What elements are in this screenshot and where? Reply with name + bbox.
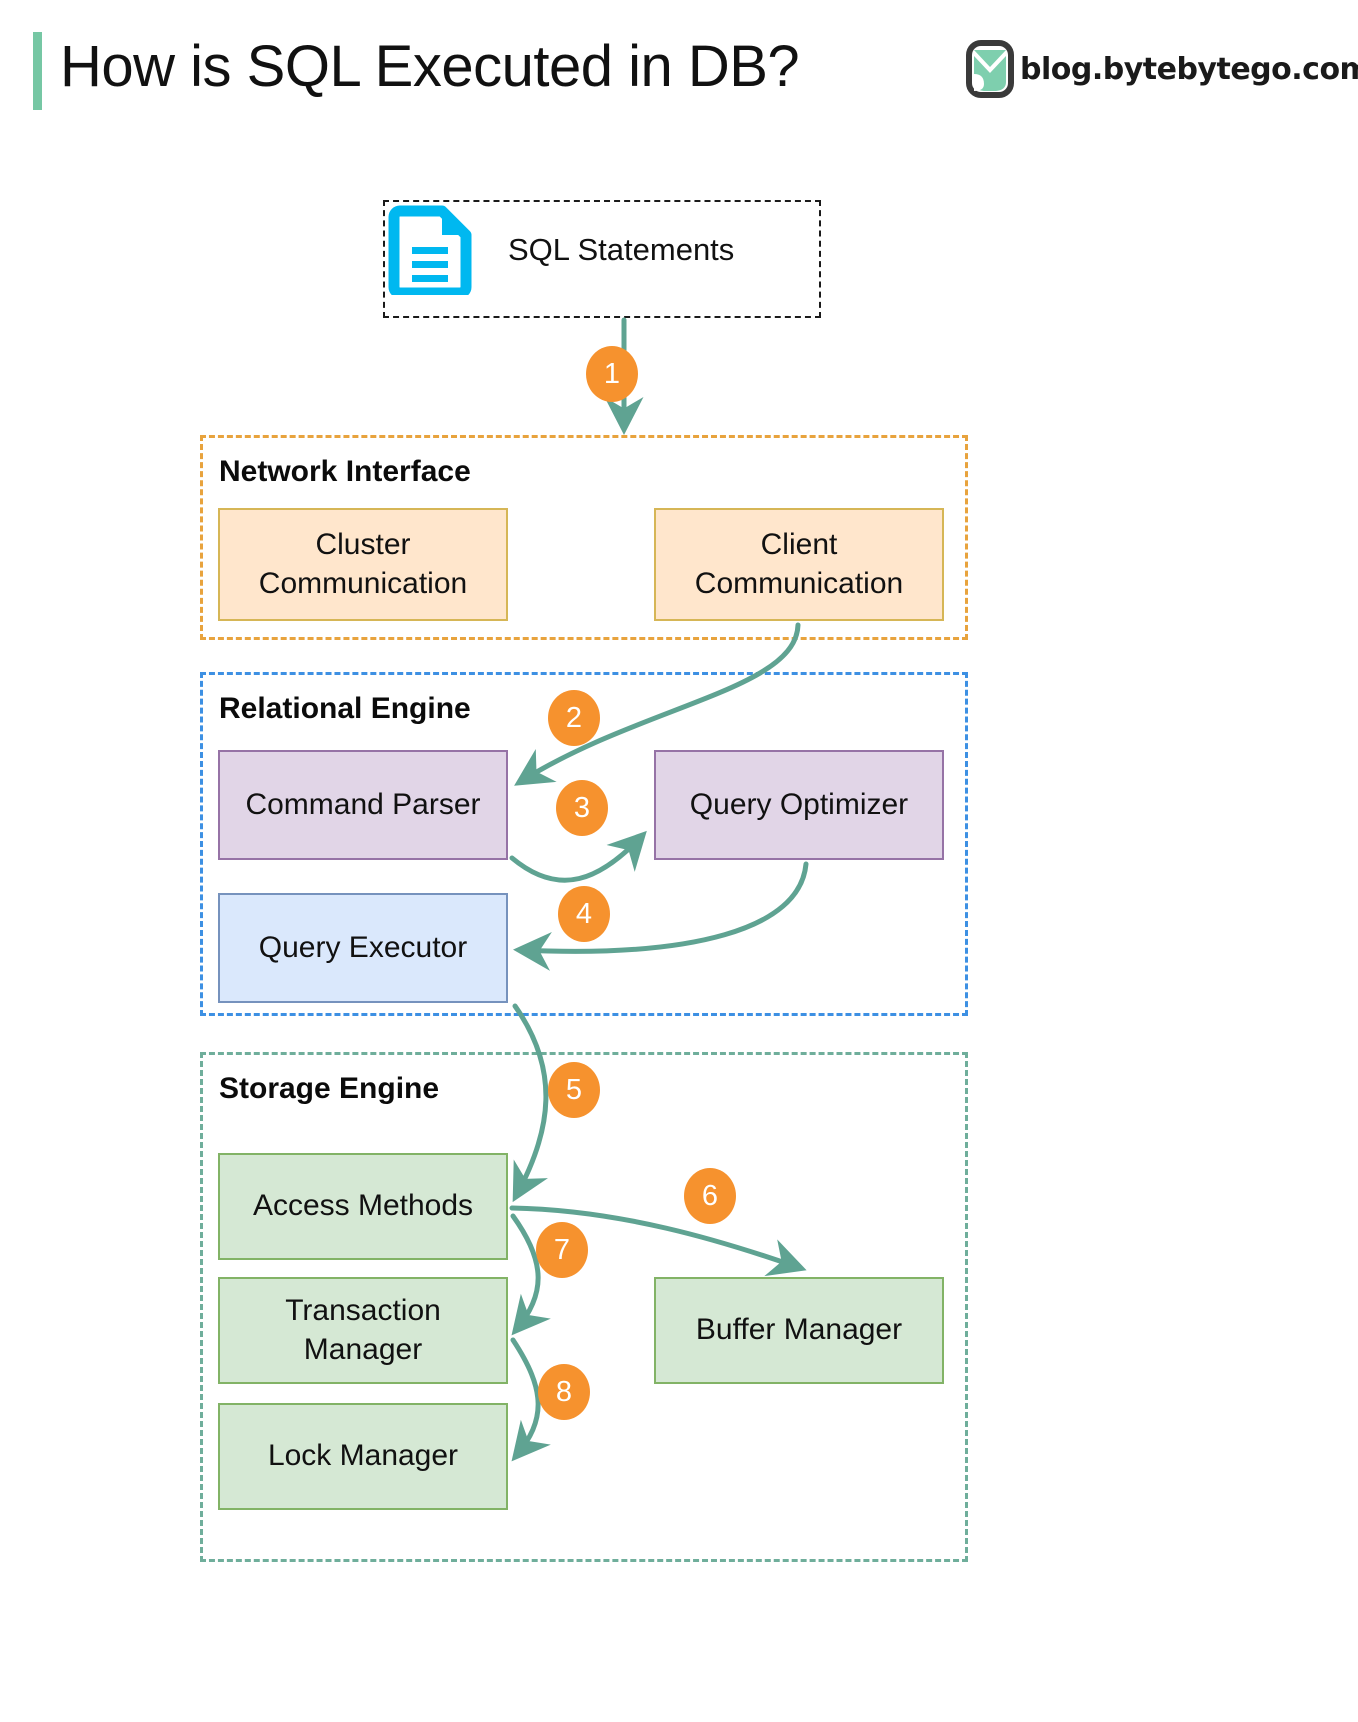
step-badge-3: 3	[556, 780, 608, 836]
group-label-network-interface: Network Interface	[219, 455, 471, 488]
group-storage-engine: Storage Engine	[200, 1052, 968, 1562]
node-query-executor[interactable]: Query Executor	[218, 893, 508, 1003]
step-badge-6: 6	[684, 1168, 736, 1224]
group-label-storage-engine: Storage Engine	[219, 1072, 440, 1105]
step-badge-7: 7	[536, 1222, 588, 1278]
brand-watermark: blog.bytebytego.com	[966, 40, 1358, 98]
step-badge-1: 1	[586, 346, 638, 402]
node-transaction-manager[interactable]: Transaction Manager	[218, 1277, 508, 1384]
node-label: Transaction Manager	[285, 1294, 441, 1366]
node-command-parser[interactable]: Command Parser	[218, 750, 508, 860]
step-badge-5: 5	[548, 1062, 600, 1118]
page-header: How is SQL Executed in DB? blog.bytebyte…	[0, 0, 1358, 130]
node-label: Access Methods	[252, 1189, 474, 1223]
node-cluster-communication[interactable]: Cluster Communication	[218, 508, 508, 621]
step-badge-4: 4	[558, 886, 610, 942]
bytebytego-logo-icon	[966, 40, 1014, 98]
title-accent-bar	[33, 32, 42, 110]
step-badge-8: 8	[538, 1364, 590, 1420]
node-label: Client Communication	[694, 528, 904, 600]
page-title: How is SQL Executed in DB?	[60, 34, 800, 99]
sql-statements-label: SQL Statements	[508, 232, 735, 267]
node-buffer-manager[interactable]: Buffer Manager	[654, 1277, 944, 1384]
node-label: Buffer Manager	[695, 1313, 903, 1347]
node-label: Cluster Communication	[258, 528, 468, 600]
node-label: Query Executor	[258, 930, 468, 964]
node-label: Lock Manager	[267, 1439, 459, 1473]
document-icon	[388, 205, 472, 295]
node-label: Command Parser	[245, 787, 481, 821]
group-label-relational-engine: Relational Engine	[219, 692, 471, 725]
node-label: Query Optimizer	[689, 787, 909, 821]
step-badge-2: 2	[548, 690, 600, 746]
node-access-methods[interactable]: Access Methods	[218, 1153, 508, 1260]
node-lock-manager[interactable]: Lock Manager	[218, 1403, 508, 1510]
sql-statements-node[interactable]	[383, 200, 821, 318]
brand-text: blog.bytebytego.com	[1020, 51, 1358, 87]
node-query-optimizer[interactable]: Query Optimizer	[654, 750, 944, 860]
node-client-communication[interactable]: Client Communication	[654, 508, 944, 621]
